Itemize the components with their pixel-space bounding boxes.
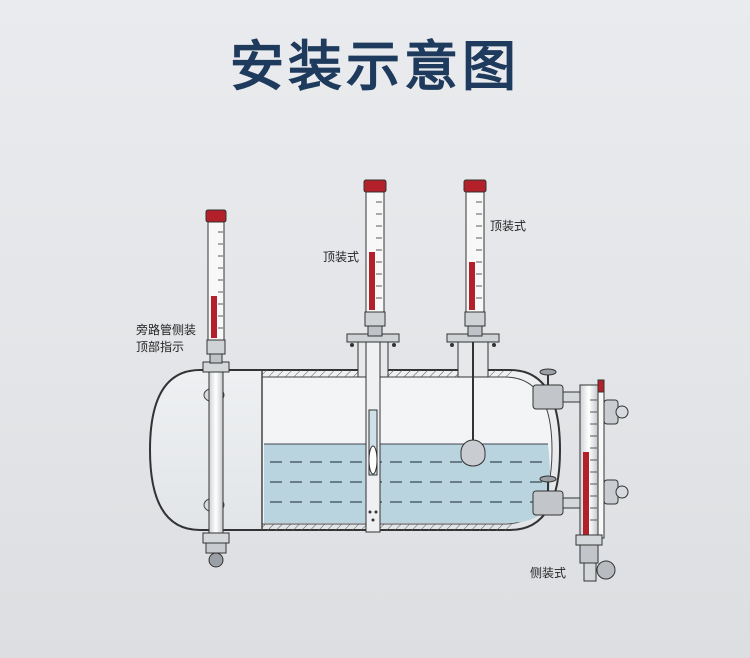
side-mount-label: 侧装式 [530, 566, 567, 580]
top-mount-gauge-1 [346, 179, 400, 533]
bypass-label-line2: 顶部指示 [136, 340, 185, 354]
bypass-label-line1: 旁路管侧装 [136, 323, 197, 337]
top-mount-gauge-2 [446, 179, 500, 467]
top-mount-label-2: 顶装式 [490, 219, 527, 233]
bypass-gauge [202, 209, 230, 568]
side-mount-gauge [532, 368, 629, 582]
page-title: 安装示意图 [230, 35, 520, 98]
top-mount-label-1: 顶装式 [323, 250, 360, 264]
liquid-body [264, 443, 550, 523]
